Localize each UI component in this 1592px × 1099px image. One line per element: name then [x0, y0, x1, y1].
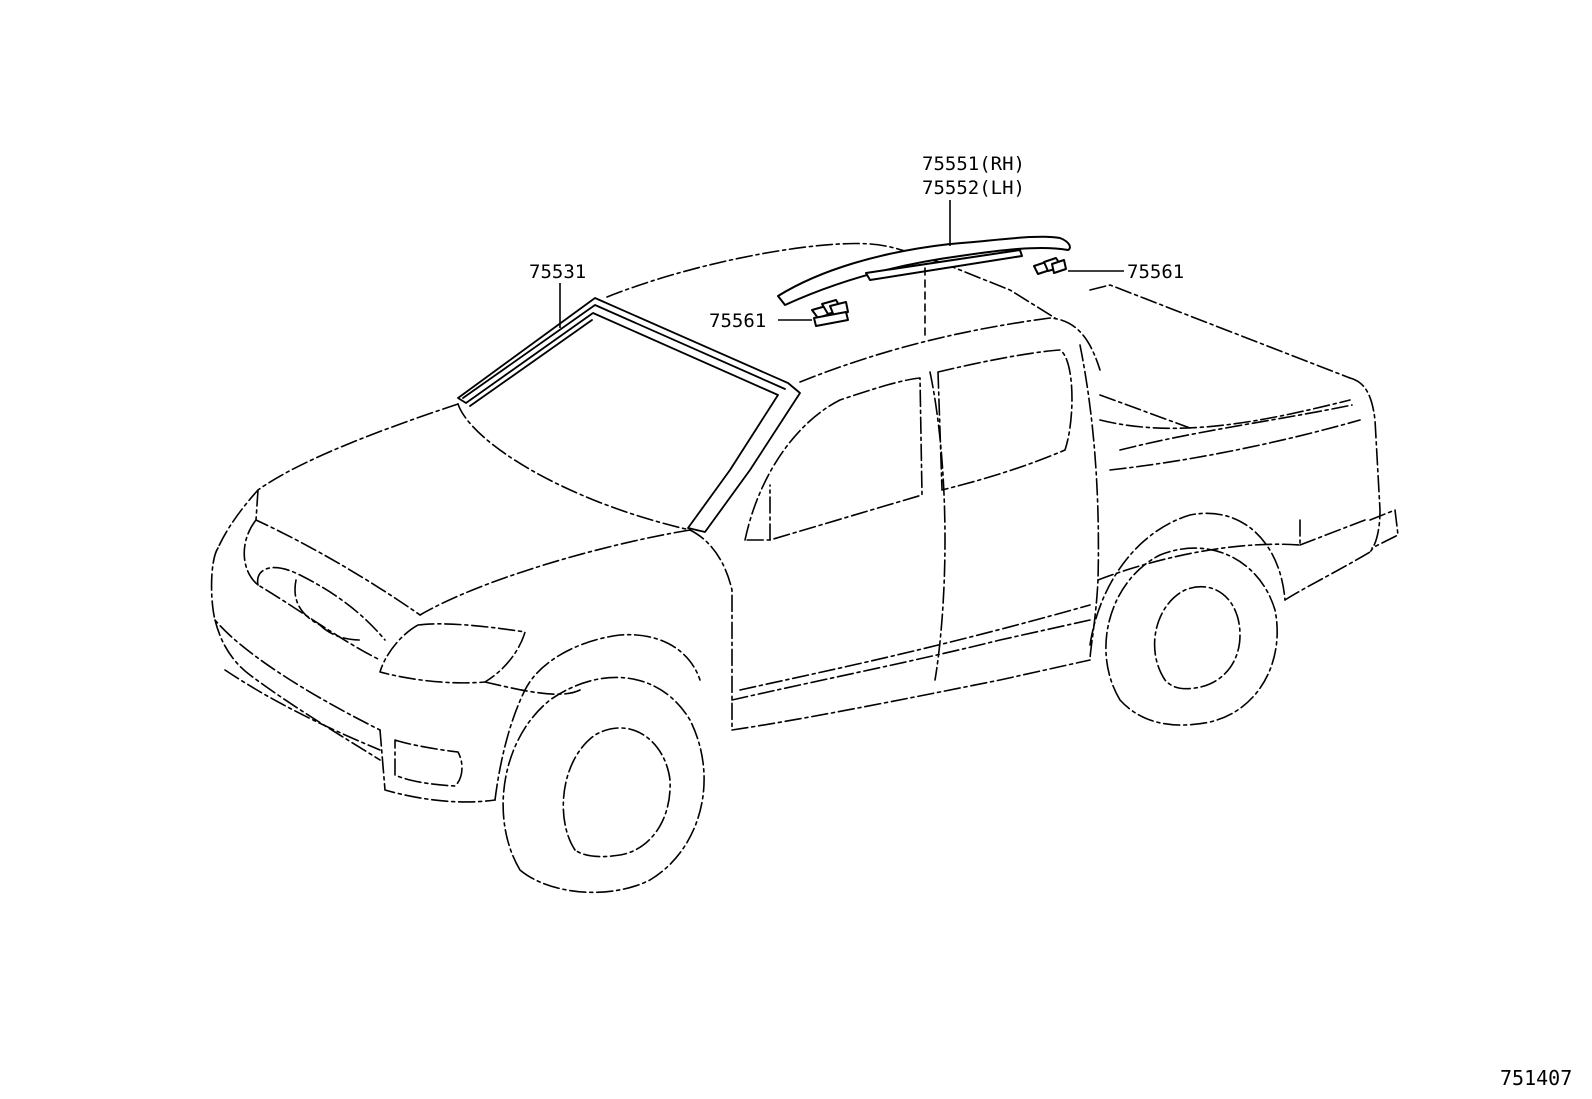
callout-75552-lh: 75552(LH) [922, 177, 1025, 199]
clip-right-part [1033, 257, 1067, 275]
callout-75561-left: 75561 [709, 310, 766, 332]
clip-left-part [811, 299, 849, 327]
callout-75531: 75531 [529, 261, 586, 283]
figure-reference: 751407 [1500, 1066, 1572, 1090]
callout-75551-rh: 75551(RH) [922, 153, 1025, 175]
windshield-molding [457, 297, 801, 533]
roof-drip-molding [777, 235, 1071, 306]
callout-75561-right: 75561 [1127, 261, 1184, 283]
leader-lines [559, 200, 1124, 336]
truck-outline [210, 242, 1399, 894]
